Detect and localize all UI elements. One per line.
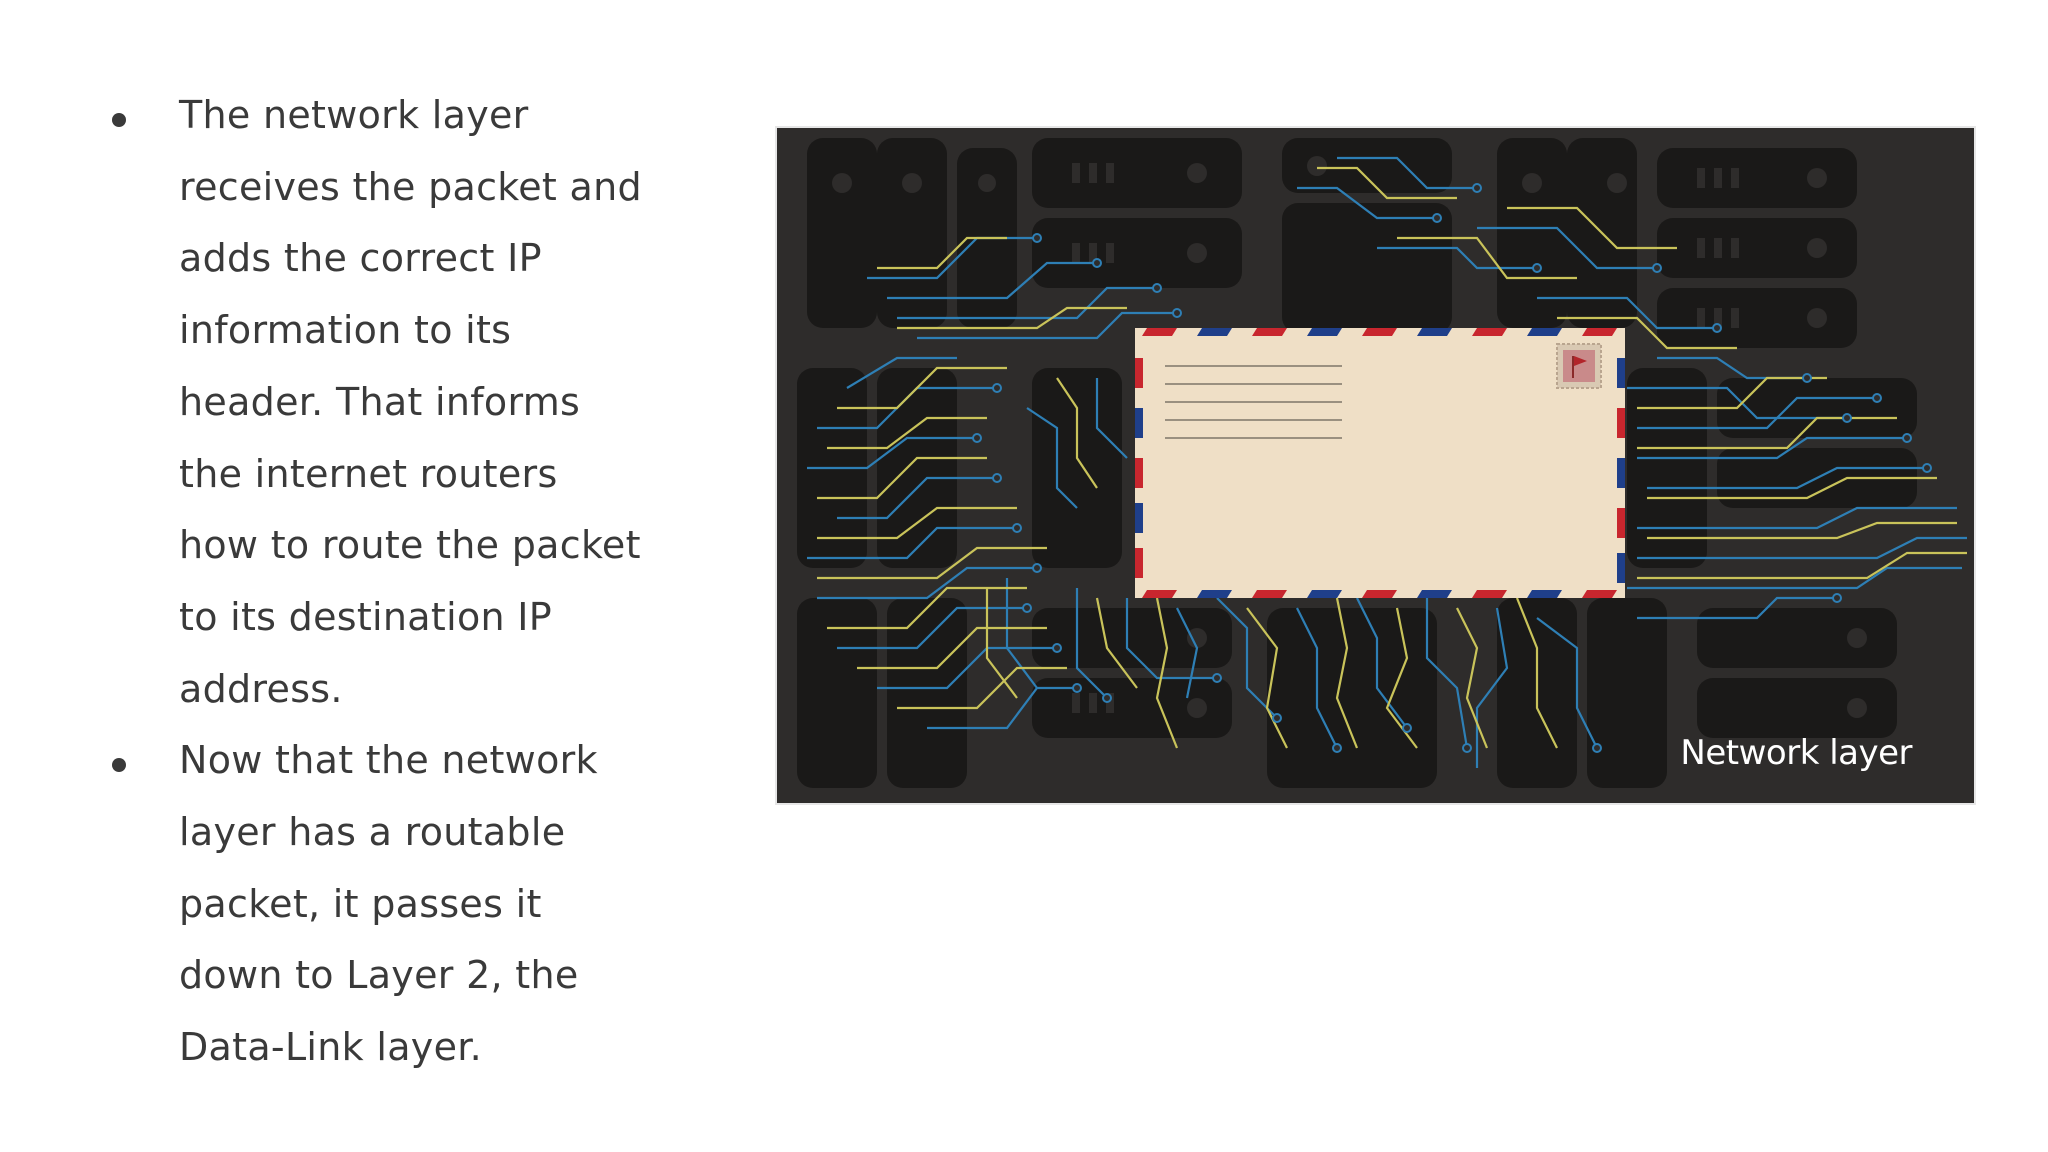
- bullet-line: address.: [179, 666, 343, 711]
- bullet-line: Data-Link layer.: [179, 1025, 483, 1070]
- circuit-traces: [807, 156, 1967, 768]
- bullet-line: to its destination IP: [179, 594, 552, 639]
- bullet-list: The network layer receives the packet an…: [100, 80, 720, 1084]
- bullet-line: The network layer: [179, 93, 529, 137]
- bullet-line: how to route the packet: [179, 523, 641, 568]
- bullet-item: Now that the network layer has a routabl…: [100, 725, 720, 1084]
- network-layer-illustration: Network layer: [775, 126, 1976, 805]
- circuit-envelope-graphic: [797, 138, 1967, 788]
- bullet-line: header. That informs: [179, 379, 581, 424]
- bullet-dot-icon: [112, 758, 126, 773]
- bullet-dot-icon: [112, 113, 126, 127]
- bullet-line: receives the packet and: [179, 164, 642, 209]
- bullet-line: adds the correct IP: [179, 236, 542, 281]
- bullet-line: information to its: [179, 308, 512, 353]
- bullet-line: packet, it passes it: [179, 881, 542, 926]
- bullet-line: layer has a routable: [179, 810, 566, 855]
- stamp-icon: [1556, 343, 1602, 389]
- bullet-line: the internet routers: [179, 451, 558, 496]
- bullet-line: down to Layer 2, the: [179, 953, 579, 998]
- envelope-icon: [1135, 328, 1625, 598]
- address-lines: [1165, 365, 1342, 439]
- airmail-border: [1135, 328, 1625, 598]
- bullet-item: The network layer receives the packet an…: [100, 80, 720, 725]
- bullet-line: Now that the network: [179, 738, 598, 783]
- figure-caption: Network layer: [1680, 733, 1912, 773]
